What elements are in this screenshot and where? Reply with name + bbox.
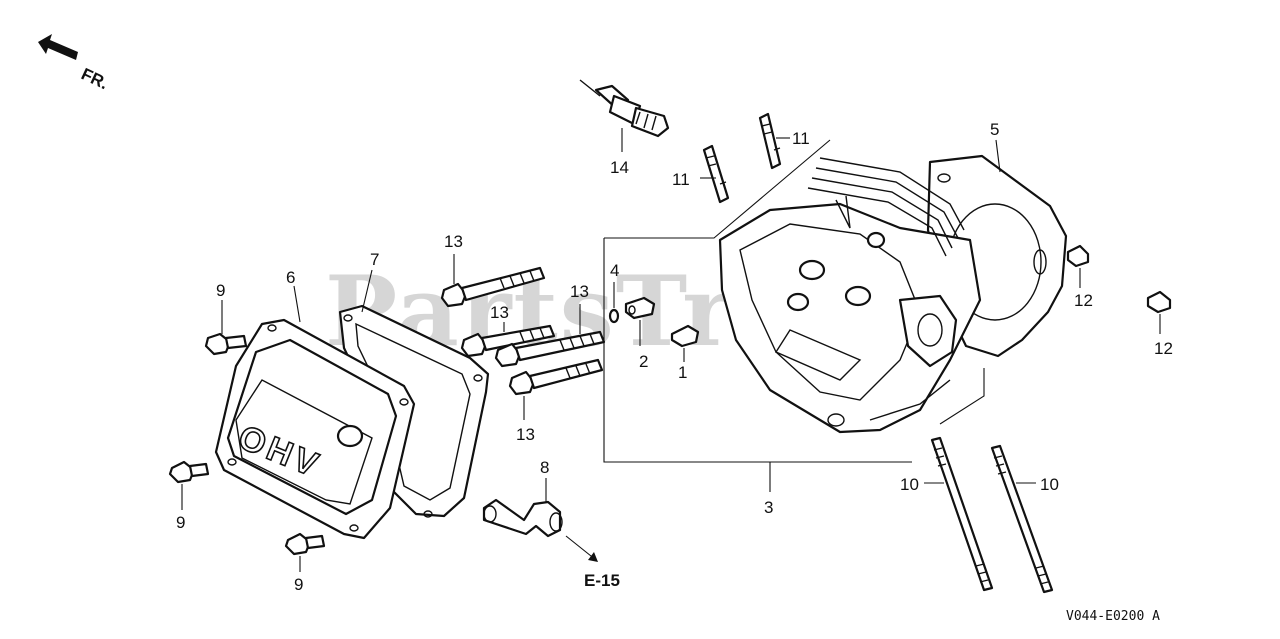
callout-12b: 12: [1154, 339, 1173, 358]
front-direction-label: FR.: [78, 64, 111, 93]
callout-3: 3: [764, 498, 773, 517]
callout-5: 5: [990, 120, 999, 139]
reference-label[interactable]: E-15: [584, 571, 620, 590]
callout-4: 4: [610, 261, 619, 280]
cover-bolt[interactable]: [284, 532, 326, 556]
dowel-pin-small[interactable]: [670, 324, 700, 348]
long-stud-bolt[interactable]: [930, 436, 994, 592]
cover-bolt[interactable]: [168, 460, 210, 484]
callout-9b: 9: [176, 513, 185, 532]
stud-bolt[interactable]: [702, 144, 730, 204]
valve-guide-clip[interactable]: [624, 296, 656, 320]
callout-12a: 12: [1074, 291, 1093, 310]
diagram-code: V044-E0200 A: [1066, 609, 1160, 624]
callout-9a: 9: [216, 281, 225, 300]
callout-13b: 13: [490, 303, 509, 322]
callout-11a: 11: [792, 129, 810, 148]
callout-14: 14: [610, 158, 629, 177]
head-bolt[interactable]: [508, 358, 604, 396]
valve-guide-washer[interactable]: [608, 308, 620, 324]
callout-13a: 13: [444, 232, 463, 251]
assembly-bracket: [603, 139, 985, 463]
callout-6: 6: [286, 268, 295, 287]
reference-arrow-icon: [588, 552, 598, 562]
callout-10b: 10: [1040, 475, 1059, 494]
callout-13d: 13: [516, 425, 535, 444]
callout-11b: 11: [672, 170, 690, 189]
dowel-pin[interactable]: [1146, 290, 1172, 314]
dowel-pin[interactable]: [1066, 244, 1090, 268]
callout-2: 2: [639, 352, 648, 371]
head-bolt[interactable]: [494, 330, 606, 368]
callout-13c: 13: [570, 282, 589, 301]
head-cover[interactable]: [214, 318, 416, 540]
callout-10a: 10: [900, 475, 919, 494]
cover-bolt[interactable]: [204, 332, 248, 356]
callout-9c: 9: [294, 575, 303, 594]
stud-bolt[interactable]: [758, 112, 782, 170]
callout-1: 1: [678, 363, 687, 382]
cylinder-head[interactable]: [718, 157, 982, 434]
front-direction-arrow-icon: [38, 34, 78, 60]
long-stud-bolt[interactable]: [990, 444, 1054, 594]
spark-plug[interactable]: [579, 79, 670, 138]
head-bolt[interactable]: [460, 324, 556, 358]
callout-8: 8: [540, 458, 549, 477]
callout-7: 7: [370, 250, 379, 269]
head-bolt[interactable]: [440, 266, 546, 308]
breather-tube[interactable]: [482, 498, 563, 538]
